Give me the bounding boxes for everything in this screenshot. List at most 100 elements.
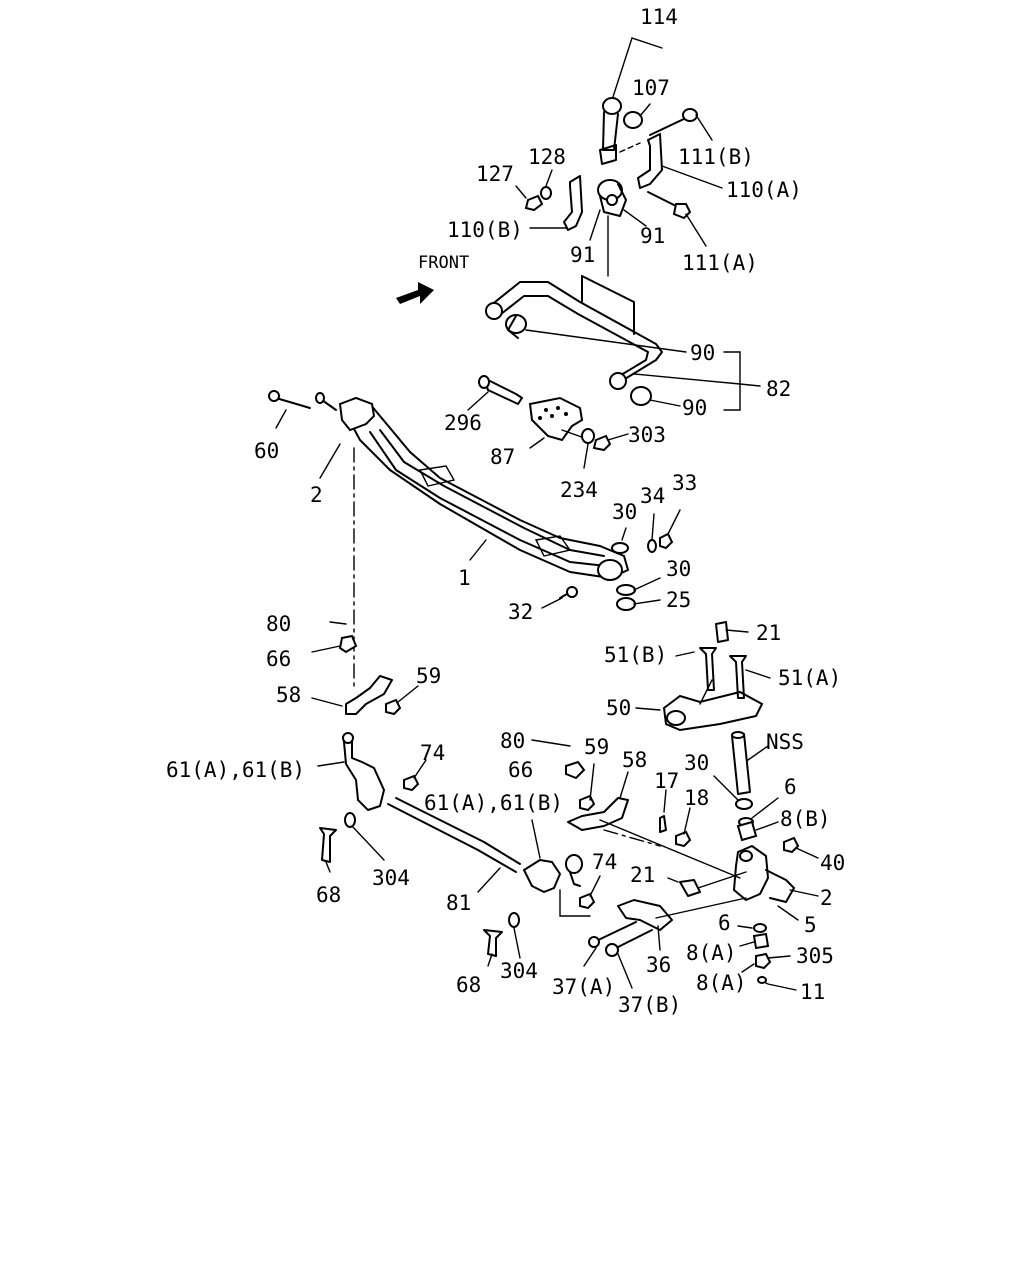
label-80-left: 80 <box>266 612 291 636</box>
label-91-right: 91 <box>640 224 665 248</box>
label-66-left: 66 <box>266 647 291 671</box>
fastener-127-128 <box>515 169 553 212</box>
steering-knuckle-right <box>655 789 819 921</box>
label-8a-lower: 8(A) <box>696 971 747 995</box>
link-bushing-top <box>602 97 622 115</box>
label-11: 11 <box>800 980 825 1004</box>
label-51a: 51(A) <box>778 666 841 690</box>
label-59-left: 59 <box>416 664 441 688</box>
label-2-top: 2 <box>310 483 323 507</box>
label-33: 33 <box>672 471 697 495</box>
bolt-51a <box>729 655 747 699</box>
washer-304-right <box>508 912 520 928</box>
stabilizer-bar-82 <box>485 215 761 411</box>
bushing-90-lower <box>630 386 652 406</box>
washers-30-34-33 <box>541 509 681 611</box>
label-59-right: 59 <box>584 735 609 759</box>
label-296: 296 <box>444 411 482 435</box>
label-90-lower: 90 <box>682 396 707 420</box>
label-6-upper: 6 <box>784 775 797 799</box>
label-68-left: 68 <box>316 883 341 907</box>
label-50: 50 <box>606 696 631 720</box>
leader-107 <box>639 103 651 117</box>
label-87: 87 <box>490 445 515 469</box>
tie-rod-end-61-left <box>343 741 385 811</box>
label-60: 60 <box>254 439 279 463</box>
washer-30-right <box>735 798 753 810</box>
bolt-68-right <box>483 929 503 957</box>
label-18: 18 <box>684 786 709 810</box>
right-tie-rod-end-assembly <box>483 819 601 967</box>
label-107: 107 <box>632 76 670 100</box>
label-37b: 37(B) <box>618 993 681 1017</box>
bracket-50 <box>635 621 771 732</box>
cotter-pin-80-right <box>531 739 571 747</box>
nut-59-right <box>579 794 596 812</box>
label-30-top: 30 <box>612 500 637 524</box>
bushing-90-upper <box>505 314 527 334</box>
label-66-right: 66 <box>508 758 533 782</box>
grease-nipple-21-lower <box>667 877 701 897</box>
label-74-left: 74 <box>420 741 445 765</box>
bushing-107 <box>623 111 643 129</box>
label-110b: 110(B) <box>447 218 523 242</box>
label-305: 305 <box>796 944 834 968</box>
label-127: 127 <box>476 162 514 186</box>
bolt-68-left <box>319 812 385 873</box>
label-90-upper: 90 <box>690 341 715 365</box>
nut-66-right <box>565 760 586 780</box>
label-304-right: 304 <box>500 959 538 983</box>
knuckle-arm-58-left <box>345 675 393 715</box>
link-rod <box>602 111 619 151</box>
label-234: 234 <box>560 478 598 502</box>
callout-labels: 114 107 111(B) 128 127 110(A) 110(B) 91 … <box>166 5 845 1017</box>
arm-36 <box>583 899 673 989</box>
label-front: FRONT <box>418 253 469 273</box>
label-68-right: 68 <box>456 973 481 997</box>
label-6-lower: 6 <box>718 911 731 935</box>
label-51b: 51(B) <box>604 643 667 667</box>
label-61-right: 61(A),61(B) <box>424 791 563 815</box>
tie-rod-81 <box>387 797 521 893</box>
nut-74-left <box>403 774 420 792</box>
label-58-right: 58 <box>622 748 647 772</box>
label-111b: 111(B) <box>678 145 754 169</box>
label-58-left: 58 <box>276 683 301 707</box>
link-lower-plate <box>599 144 617 165</box>
label-30-mid: 30 <box>666 557 691 581</box>
label-30-right: 30 <box>684 751 709 775</box>
label-nss: NSS <box>766 730 804 754</box>
front-direction-indicator <box>396 282 434 304</box>
right-knuckle-arm-58 <box>531 739 741 879</box>
label-82: 82 <box>766 377 791 401</box>
left-knuckle-arm-assembly <box>311 621 427 811</box>
label-8b: 8(B) <box>780 807 831 831</box>
label-128: 128 <box>528 145 566 169</box>
bolt-111b <box>649 108 713 141</box>
label-34: 34 <box>640 484 665 508</box>
grease-nipple-21 <box>715 621 729 643</box>
label-1: 1 <box>458 566 471 590</box>
king-pin-nss <box>713 731 779 842</box>
label-74-right: 74 <box>592 850 617 874</box>
nut-74-right <box>579 892 596 910</box>
label-61-left: 61(A),61(B) <box>166 758 305 782</box>
lower-kingpin-stack <box>737 923 797 991</box>
bracket-87 <box>467 375 629 469</box>
nut-303 <box>592 434 612 452</box>
washer-234 <box>581 428 595 444</box>
bolt-37b <box>611 929 653 951</box>
washer-304-left <box>344 812 356 828</box>
label-5: 5 <box>804 913 817 937</box>
label-2-lower: 2 <box>820 886 833 910</box>
front-arrow-icon <box>396 282 434 304</box>
label-111a: 111(A) <box>682 251 758 275</box>
label-37a: 37(A) <box>552 975 615 999</box>
bracket-114 <box>611 37 663 101</box>
label-304-left: 304 <box>372 866 410 890</box>
label-21-top: 21 <box>756 621 781 645</box>
label-17: 17 <box>654 769 679 793</box>
nut-18 <box>675 830 692 848</box>
bolt-51b <box>699 647 717 691</box>
